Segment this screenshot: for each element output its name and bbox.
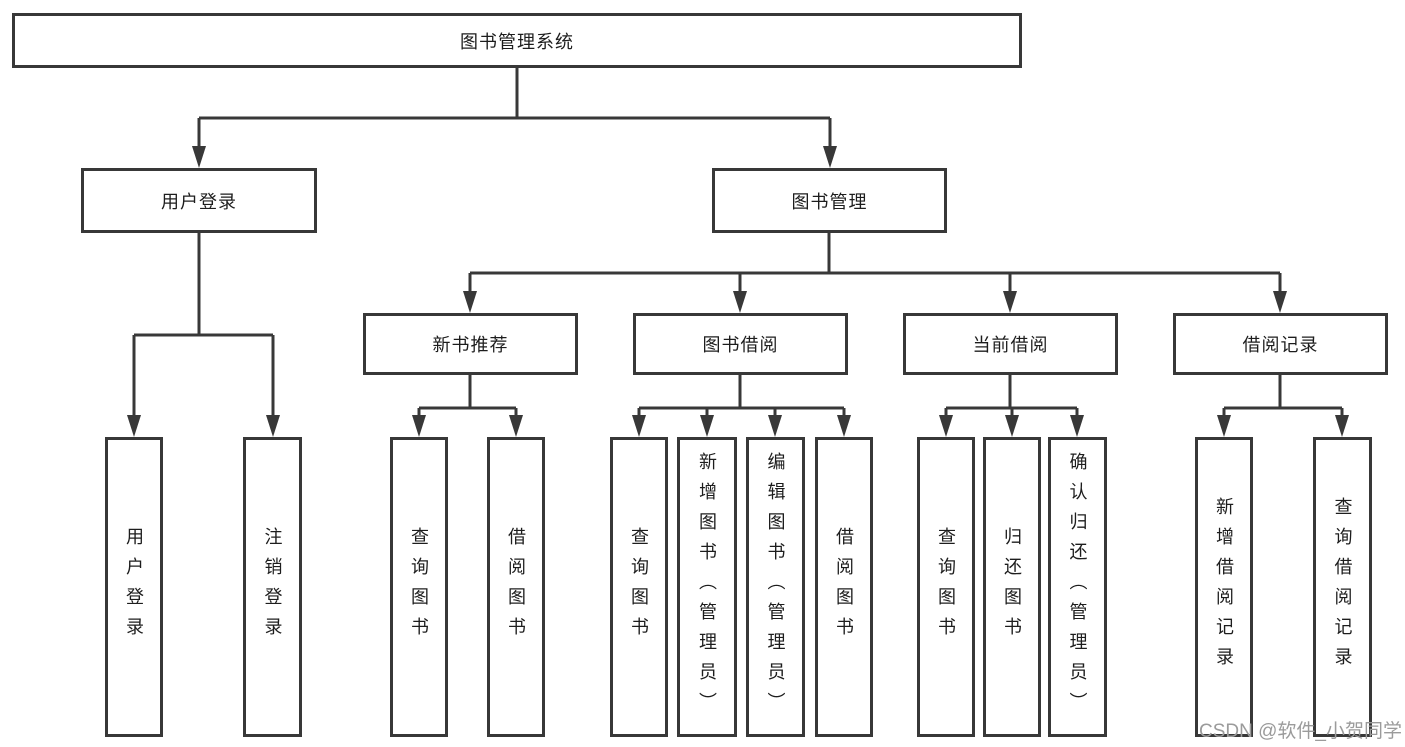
node-label: 查询图书 xyxy=(409,527,429,647)
node-label: 编辑图书（管理员） xyxy=(765,452,786,722)
node-label: 查询图书 xyxy=(629,527,649,647)
leaf-return-books: 归还图书 xyxy=(983,437,1041,737)
node-label: 图书管理系统 xyxy=(460,31,574,52)
node-label: 图书管理 xyxy=(791,191,868,212)
leaf-query-books-current: 查询图书 xyxy=(917,437,975,737)
node-book-management-branch: 图书管理 xyxy=(712,168,947,233)
leaf-borrow-books: 借阅图书 xyxy=(815,437,873,737)
node-new-book-recommend: 新书推荐 xyxy=(363,313,578,375)
node-user-login-branch: 用户登录 xyxy=(81,168,317,233)
leaf-user-login: 用户登录 xyxy=(105,437,163,737)
node-label: 查询借阅记录 xyxy=(1332,497,1353,677)
node-label: 用户登录 xyxy=(124,527,144,647)
leaf-logout: 注销登录 xyxy=(243,437,302,737)
node-root-system: 图书管理系统 xyxy=(12,13,1022,68)
node-current-borrowing: 当前借阅 xyxy=(903,313,1118,375)
csdn-watermark: CSDN @软件_小贺同学 xyxy=(1199,721,1402,742)
node-label: 确认归还（管理员） xyxy=(1067,452,1088,722)
node-label: 当前借阅 xyxy=(972,335,1049,355)
node-label: 查询图书 xyxy=(936,527,956,647)
leaf-add-borrow-record: 新增借阅记录 xyxy=(1195,437,1253,737)
node-label: 新书推荐 xyxy=(432,335,509,355)
node-label: 新增图书（管理员） xyxy=(697,452,717,722)
node-label: 图书借阅 xyxy=(702,335,779,355)
arrowhead-icons xyxy=(127,146,1349,437)
node-label: 新增借阅记录 xyxy=(1214,497,1234,677)
leaf-borrow-books-recommend: 借阅图书 xyxy=(487,437,545,737)
node-label: 借阅图书 xyxy=(834,527,854,647)
node-label: 用户登录 xyxy=(161,191,237,212)
leaf-edit-books-admin: 编辑图书（管理员） xyxy=(746,437,805,737)
node-book-borrowing: 图书借阅 xyxy=(633,313,848,375)
node-label: 归还图书 xyxy=(1002,527,1022,647)
node-label: 借阅记录 xyxy=(1242,335,1319,355)
node-borrowing-records: 借阅记录 xyxy=(1173,313,1388,375)
leaf-query-borrow-record: 查询借阅记录 xyxy=(1313,437,1372,737)
leaf-confirm-return-admin: 确认归还（管理员） xyxy=(1048,437,1107,737)
leaf-add-books-admin: 新增图书（管理员） xyxy=(677,437,737,737)
leaf-query-books-borrow: 查询图书 xyxy=(610,437,668,737)
node-label: 注销登录 xyxy=(262,527,283,647)
leaf-query-books-recommend: 查询图书 xyxy=(390,437,448,737)
node-label: 借阅图书 xyxy=(506,527,526,647)
